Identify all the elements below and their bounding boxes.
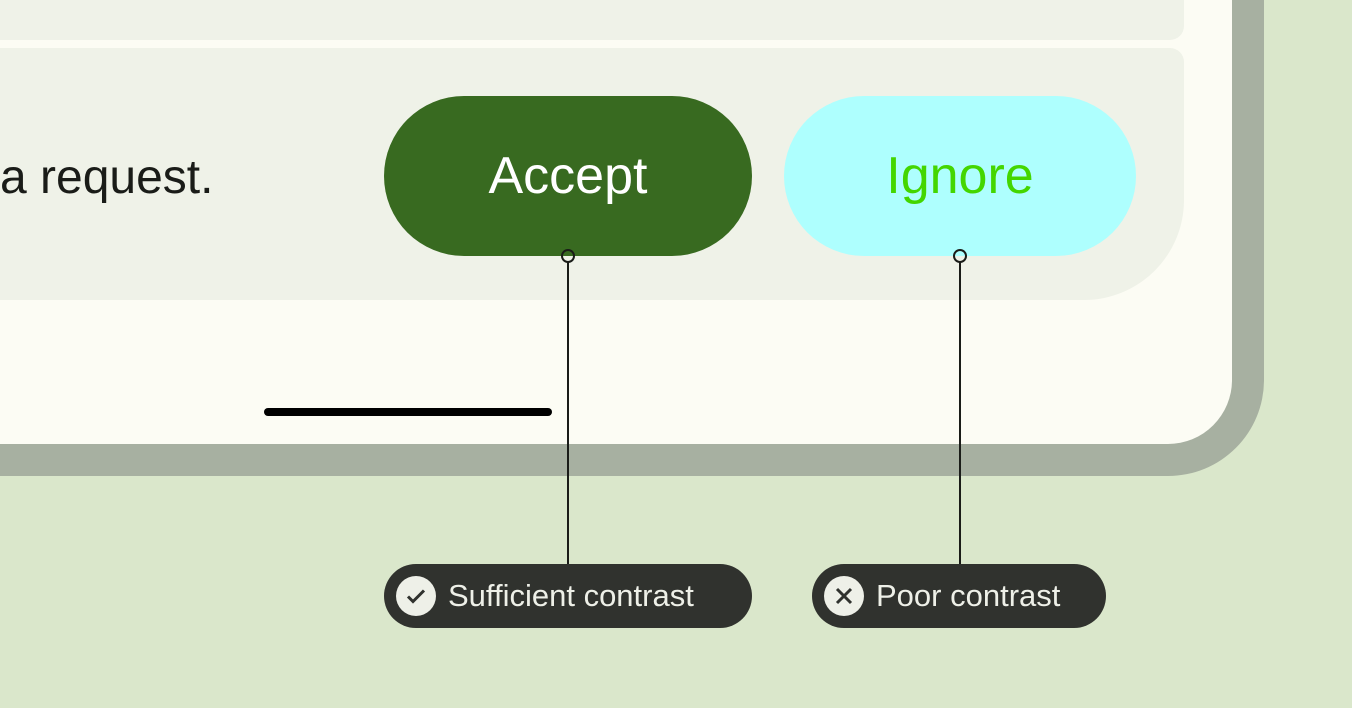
check-icon — [396, 576, 436, 616]
ignore-button[interactable]: Ignore — [784, 96, 1136, 256]
annotation-line — [567, 262, 569, 564]
annotation-anchor — [953, 249, 967, 263]
close-icon — [824, 576, 864, 616]
annotation-line — [959, 262, 961, 564]
home-indicator[interactable] — [264, 408, 552, 416]
annotation-anchor — [561, 249, 575, 263]
request-message: a request. — [0, 151, 214, 204]
previous-card — [0, 0, 1184, 40]
sufficient-contrast-label: Sufficient contrast — [384, 564, 752, 628]
accept-button[interactable]: Accept — [384, 96, 752, 256]
annotation-text: Poor contrast — [876, 578, 1061, 613]
poor-contrast-label: Poor contrast — [812, 564, 1106, 628]
annotation-text: Sufficient contrast — [448, 578, 694, 613]
